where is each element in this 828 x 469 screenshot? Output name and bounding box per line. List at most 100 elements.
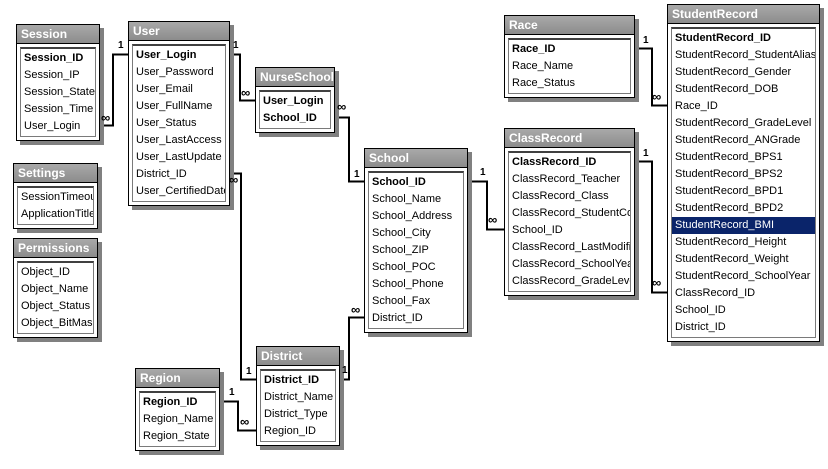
field-applicationtitle[interactable]: ApplicationTitle <box>21 208 93 220</box>
field-classrecord-studentcount[interactable]: ClassRecord_StudentCount <box>512 207 630 219</box>
field-object-name[interactable]: Object_Name <box>21 283 89 295</box>
field-school-id[interactable]: School_ID <box>512 224 563 236</box>
field-district-type[interactable]: District_Type <box>264 408 328 420</box>
field-school-address[interactable]: School_Address <box>372 210 453 222</box>
field-object-status[interactable]: Object_Status <box>21 300 91 312</box>
field-studentrecord-bmi[interactable]: StudentRecord_BMI <box>672 217 815 234</box>
field-school-zip[interactable]: School_ZIP <box>372 244 429 256</box>
field-classrecord-gradelevel[interactable]: ClassRecord_GradeLevel <box>512 275 630 287</box>
session-title[interactable]: Session <box>17 25 99 44</box>
field-session-state[interactable]: Session_State <box>24 86 95 98</box>
field-school-id[interactable]: School_ID <box>372 176 426 188</box>
field-district-id[interactable]: District_ID <box>264 374 320 386</box>
field-session-time[interactable]: Session_Time <box>24 103 94 115</box>
field-studentrecord-bps2[interactable]: StudentRecord_BPS2 <box>675 168 783 180</box>
nurseschool-title[interactable]: NurseSchool <box>256 68 334 87</box>
field-studentrecord-angrade[interactable]: StudentRecord_ANGrade <box>675 134 801 146</box>
region-title[interactable]: Region <box>136 369 219 388</box>
permissions-title[interactable]: Permissions <box>14 239 97 258</box>
field-race-name[interactable]: Race_Name <box>512 60 574 72</box>
studentrecord-field-list[interactable]: StudentRecord_ID StudentRecord_StudentAli… <box>671 27 816 338</box>
field-race-status[interactable]: Race_Status <box>512 77 575 89</box>
field-studentrecord-bpd2[interactable]: StudentRecord_BPD2 <box>675 202 784 214</box>
classrecord-title[interactable]: ClassRecord <box>505 129 634 148</box>
field-user-lastupdate[interactable]: User_LastUpdate <box>136 151 222 163</box>
field-studentrecord-height[interactable]: StudentRecord_Height <box>675 236 787 248</box>
field-user-certifieddate[interactable]: User_CertifiedDate <box>136 185 225 197</box>
field-object-id[interactable]: Object_ID <box>21 266 70 278</box>
field-studentrecord-dob[interactable]: StudentRecord_DOB <box>675 83 779 95</box>
field-user-status[interactable]: User_Status <box>136 117 197 129</box>
field-object-bitmask[interactable]: Object_BitMask <box>21 317 93 329</box>
rel-school-classrecord[interactable] <box>468 180 504 231</box>
field-region-name[interactable]: Region_Name <box>143 413 214 425</box>
field-session-id[interactable]: Session_ID <box>24 52 84 64</box>
field-studentrecord-bps1[interactable]: StudentRecord_BPS1 <box>675 151 783 163</box>
field-school-id[interactable]: School_ID <box>675 304 726 316</box>
rel-race-studentrecord[interactable] <box>635 47 667 107</box>
rel-nurseschool-school[interactable] <box>335 116 364 183</box>
rel-region-district[interactable] <box>220 400 256 432</box>
rel-classrecord-studentrecord[interactable] <box>635 160 667 294</box>
field-user-fullname[interactable]: User_FullName <box>136 100 213 112</box>
field-district-id[interactable]: District_ID <box>675 321 726 333</box>
field-school-name[interactable]: School_Name <box>372 193 442 205</box>
field-studentrecord-weight[interactable]: StudentRecord_Weight <box>675 253 789 265</box>
field-user-lastaccess[interactable]: User_LastAccess <box>136 134 222 146</box>
field-race-id[interactable]: Race_ID <box>675 100 718 112</box>
field-classrecord-lastmodified[interactable]: ClassRecord_LastModified <box>512 241 630 253</box>
settings-title[interactable]: Settings <box>14 164 97 183</box>
field-studentrecord-schoolyear[interactable]: StudentRecord_SchoolYear <box>675 270 811 282</box>
field-school-fax[interactable]: School_Fax <box>372 295 431 307</box>
field-studentrecord-studentalias[interactable]: StudentRecord_StudentAlias <box>675 49 815 61</box>
rel-user-nurseschool[interactable] <box>230 53 255 102</box>
field-classrecord-id[interactable]: ClassRecord_ID <box>675 287 756 299</box>
field-studentrecord-gender[interactable]: StudentRecord_Gender <box>675 66 792 78</box>
field-district-id[interactable]: District_ID <box>136 168 187 180</box>
rel-district-school[interactable] <box>340 316 364 381</box>
user-title[interactable]: User <box>129 22 229 41</box>
field-school-city[interactable]: School_City <box>372 227 431 239</box>
field-classrecord-teacher[interactable]: ClassRecord_Teacher <box>512 173 621 185</box>
field-district-id[interactable]: District_ID <box>372 312 423 324</box>
field-school-poc[interactable]: School_POC <box>372 261 436 273</box>
race-title[interactable]: Race <box>505 16 634 35</box>
field-user-login[interactable]: User_Login <box>136 49 197 61</box>
field-user-login[interactable]: User_Login <box>263 95 324 107</box>
field-user-email[interactable]: User_Email <box>136 83 193 95</box>
field-sessiontimeout[interactable]: SessionTimeout <box>21 191 93 203</box>
field-school-id[interactable]: School_ID <box>263 112 317 124</box>
field-classrecord-class[interactable]: ClassRecord_Class <box>512 190 609 202</box>
rel-user-session[interactable] <box>100 53 128 127</box>
field-studentrecord-id[interactable]: StudentRecord_ID <box>675 32 771 44</box>
field-session-ip[interactable]: Session_IP <box>24 69 80 81</box>
field-district-name[interactable]: District_Name <box>264 391 334 403</box>
field-region-id[interactable]: Region_ID <box>264 425 316 437</box>
field-school-phone[interactable]: School_Phone <box>372 278 444 290</box>
district-title[interactable]: District <box>257 347 339 366</box>
field-region-id[interactable]: Region_ID <box>143 396 198 408</box>
field-user-password[interactable]: User_Password <box>136 66 214 78</box>
field-studentrecord-gradelevel[interactable]: StudentRecord_GradeLevel <box>675 117 812 129</box>
field-classrecord-schoolyear[interactable]: ClassRecord_SchoolYear <box>512 258 630 270</box>
rel-district-user[interactable] <box>230 172 256 381</box>
school-title[interactable]: School <box>365 149 467 168</box>
